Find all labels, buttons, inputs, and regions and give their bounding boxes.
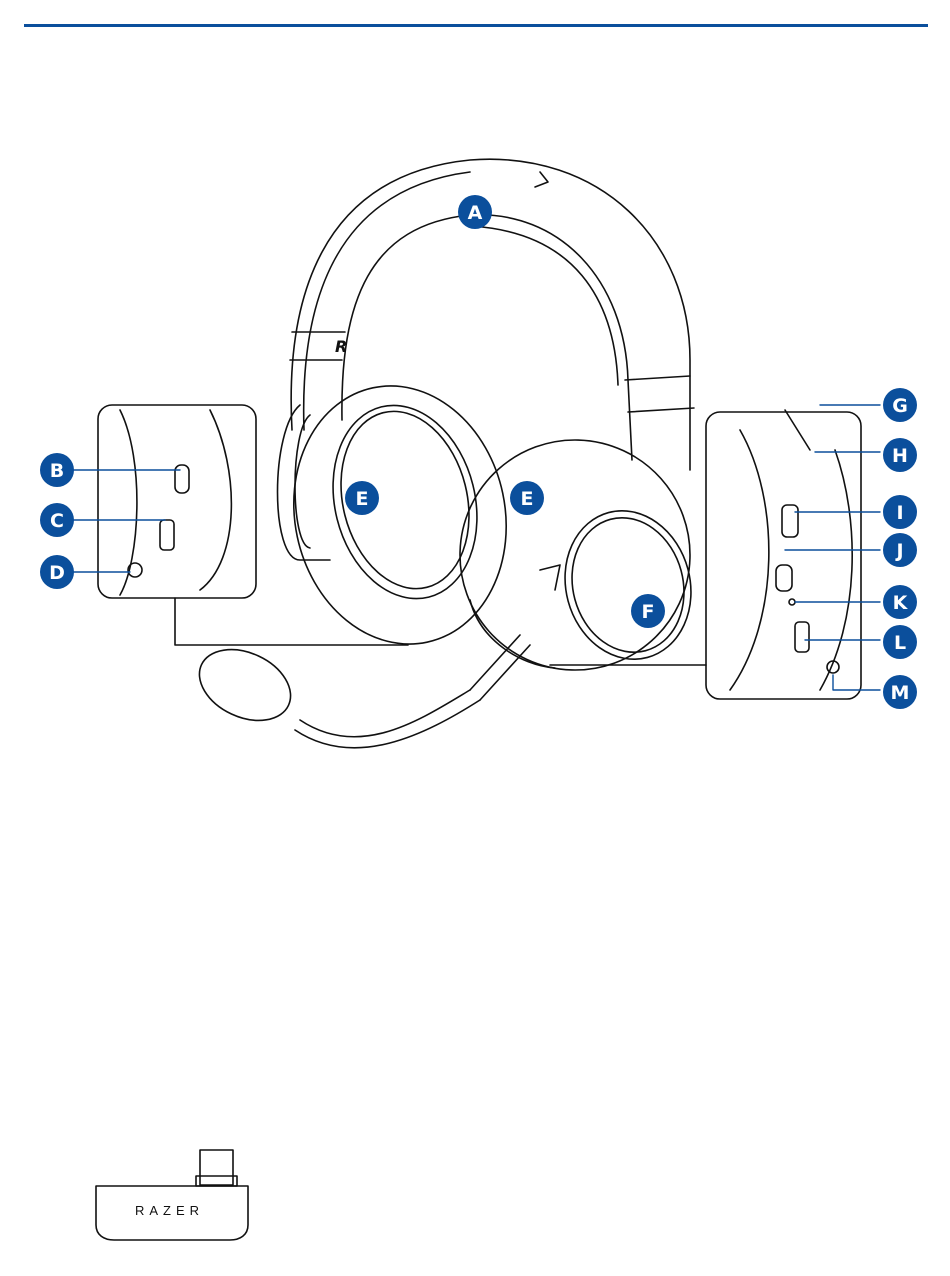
callout-l: L [883, 625, 917, 659]
callout-i-label: I [896, 502, 903, 524]
left-inset [98, 405, 408, 645]
callout-e-right: E [510, 481, 544, 515]
callout-m: M [883, 675, 917, 709]
callout-d-label: D [49, 562, 65, 584]
usb-dongle [96, 1150, 248, 1240]
callout-m-label: M [891, 682, 910, 704]
callout-b-label: B [50, 460, 64, 482]
callout-e-left-label: E [356, 488, 369, 510]
callout-k: K [883, 585, 917, 619]
callout-h-label: H [892, 445, 908, 467]
callout-l-label: L [894, 632, 906, 654]
callout-e-right-label: E [521, 488, 534, 510]
callout-a-label: A [468, 202, 483, 224]
callout-f-label: F [642, 601, 655, 623]
left-earcup [270, 366, 529, 664]
right-inset [550, 410, 861, 699]
callout-e-left: E [345, 481, 379, 515]
headband [290, 159, 694, 470]
right-earcup [428, 408, 723, 703]
callout-f: F [631, 594, 665, 628]
callout-b: B [40, 453, 74, 487]
callout-g-label: G [892, 395, 908, 417]
callout-j: J [883, 533, 917, 567]
callout-g: G [883, 388, 917, 422]
mic-boom [188, 635, 530, 748]
headband-r-mark: R [335, 337, 347, 356]
callout-d: D [40, 555, 74, 589]
callout-c-label: C [50, 510, 64, 532]
callout-i: I [883, 495, 917, 529]
callout-a: A [458, 195, 492, 229]
callout-k-label: K [893, 592, 909, 614]
leader-lines [72, 405, 880, 690]
callout-j-label: J [894, 540, 903, 562]
callout-c: C [40, 503, 74, 537]
dongle-logo: RAZER [135, 1203, 204, 1218]
callout-h: H [883, 438, 917, 472]
